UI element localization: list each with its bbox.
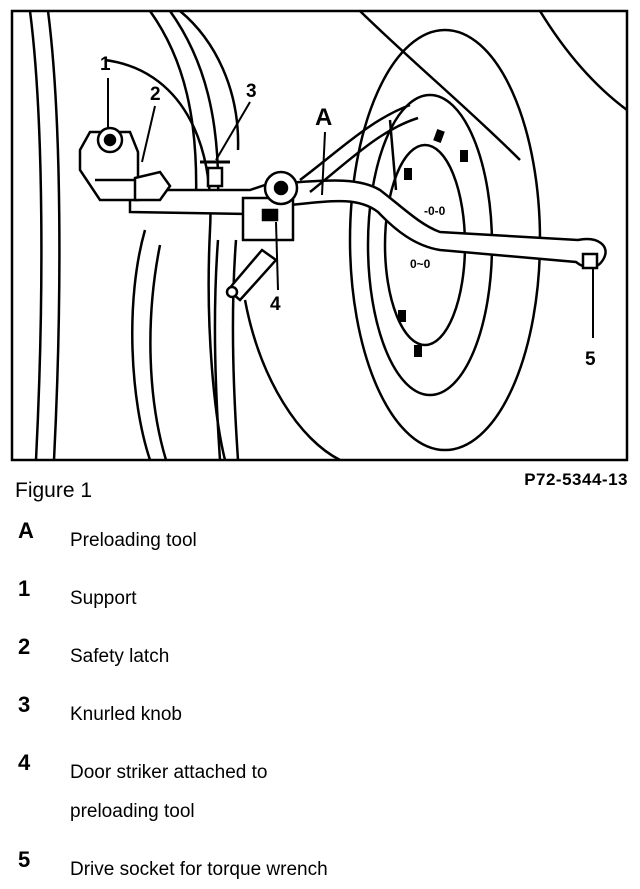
illustration-frame xyxy=(10,9,629,462)
callout-4: 4 xyxy=(270,294,281,315)
legend-key: 5 xyxy=(18,847,31,872)
leader-lines xyxy=(107,78,594,338)
wheel-marking-upper: -0-0 xyxy=(424,204,446,218)
legend-key: 3 xyxy=(18,692,31,717)
callout-2: 2 xyxy=(150,84,161,105)
figure-caption: Figure 1 xyxy=(15,479,93,502)
legend-text: Preloading tool xyxy=(70,530,197,551)
legend-text: Door striker attached to preloading tool xyxy=(70,762,268,822)
legend-key: A xyxy=(18,518,34,543)
legend-text: Knurled knob xyxy=(70,704,182,725)
callout-3: 3 xyxy=(246,81,257,102)
technical-illustration: -0-0 0~0 xyxy=(10,9,629,462)
support-graphic xyxy=(78,130,140,202)
drive-socket-graphic xyxy=(581,252,599,270)
callout-5: 5 xyxy=(585,349,596,370)
callout-1: 1 xyxy=(100,54,111,75)
legend-key: 2 xyxy=(18,634,31,659)
preloading-tool-graphic xyxy=(78,126,607,302)
safety-latch-graphic xyxy=(133,170,172,202)
figure-reference-id: P72-5344-13 xyxy=(524,470,628,489)
callout-A: A xyxy=(315,104,333,131)
vehicle-body-lines xyxy=(243,10,628,462)
door-frame-lines xyxy=(28,10,240,461)
wheel-marking-lower: 0~0 xyxy=(410,257,431,271)
legend-key: 1 xyxy=(18,576,31,601)
legend-text: Safety latch xyxy=(70,646,170,667)
wheel-bolt-holes xyxy=(398,128,468,357)
legend-key: 4 xyxy=(18,750,31,775)
knurled-knob-graphic xyxy=(206,166,224,188)
legend-text: Drive socket for torque wrench xyxy=(70,859,328,880)
legend-text: Support xyxy=(70,588,137,609)
